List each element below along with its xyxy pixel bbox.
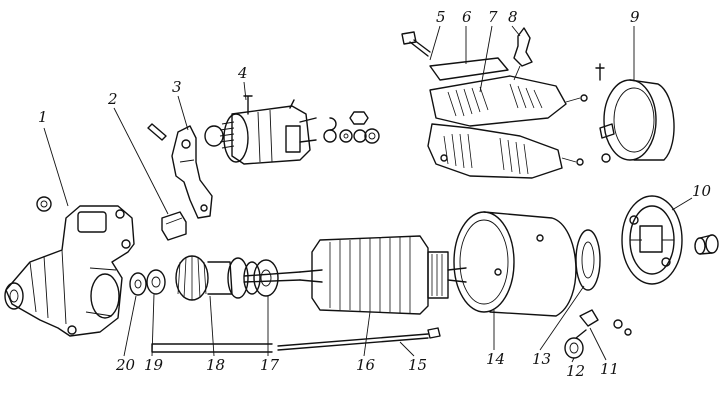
screw-5 [401, 31, 431, 57]
callout-19: 19 [144, 356, 164, 374]
callout-6: 6 [462, 8, 472, 26]
drive-clutch [175, 255, 301, 301]
washer-20 [129, 272, 147, 296]
callout-13: 13 [532, 350, 552, 368]
thrust-washer [575, 229, 601, 291]
brush-lead-8 [513, 27, 533, 81]
yoke-housing [453, 211, 577, 317]
fork-pad [161, 211, 187, 241]
washer-17 [253, 259, 279, 297]
callout-12: 12 [566, 362, 586, 380]
bushing [694, 234, 719, 255]
band-cover [595, 63, 675, 163]
drive-end-housing [4, 205, 135, 337]
solenoid-fasteners [323, 111, 380, 144]
field-coils [427, 57, 588, 179]
callout-20: 20 [116, 356, 136, 374]
callout-17: 17 [260, 356, 280, 374]
nut-left [36, 196, 52, 212]
callout-14: 14 [486, 350, 506, 368]
callout-9: 9 [630, 8, 640, 26]
callout-4: 4 [238, 64, 248, 82]
callout-10: 10 [692, 182, 712, 200]
callout-16: 16 [356, 356, 376, 374]
brush-11 [579, 309, 632, 336]
fork-pin [147, 123, 167, 141]
callout-3: 3 [172, 78, 182, 96]
armature [299, 235, 467, 315]
spring-12 [564, 329, 587, 359]
stop-ring-19 [146, 269, 166, 295]
callout-5: 5 [436, 8, 446, 26]
callout-11: 11 [600, 360, 620, 378]
commutator-end-cover [621, 195, 683, 285]
callout-15: 15 [408, 356, 428, 374]
callout-2: 2 [108, 90, 118, 108]
leader-lines [43, 25, 693, 363]
through-bolt [151, 327, 441, 353]
callout-7: 7 [488, 8, 498, 26]
callout-1: 1 [38, 108, 48, 126]
solenoid [204, 95, 317, 165]
callout-8: 8 [508, 8, 518, 26]
callout-18: 18 [206, 356, 226, 374]
shift-lever [171, 125, 213, 219]
